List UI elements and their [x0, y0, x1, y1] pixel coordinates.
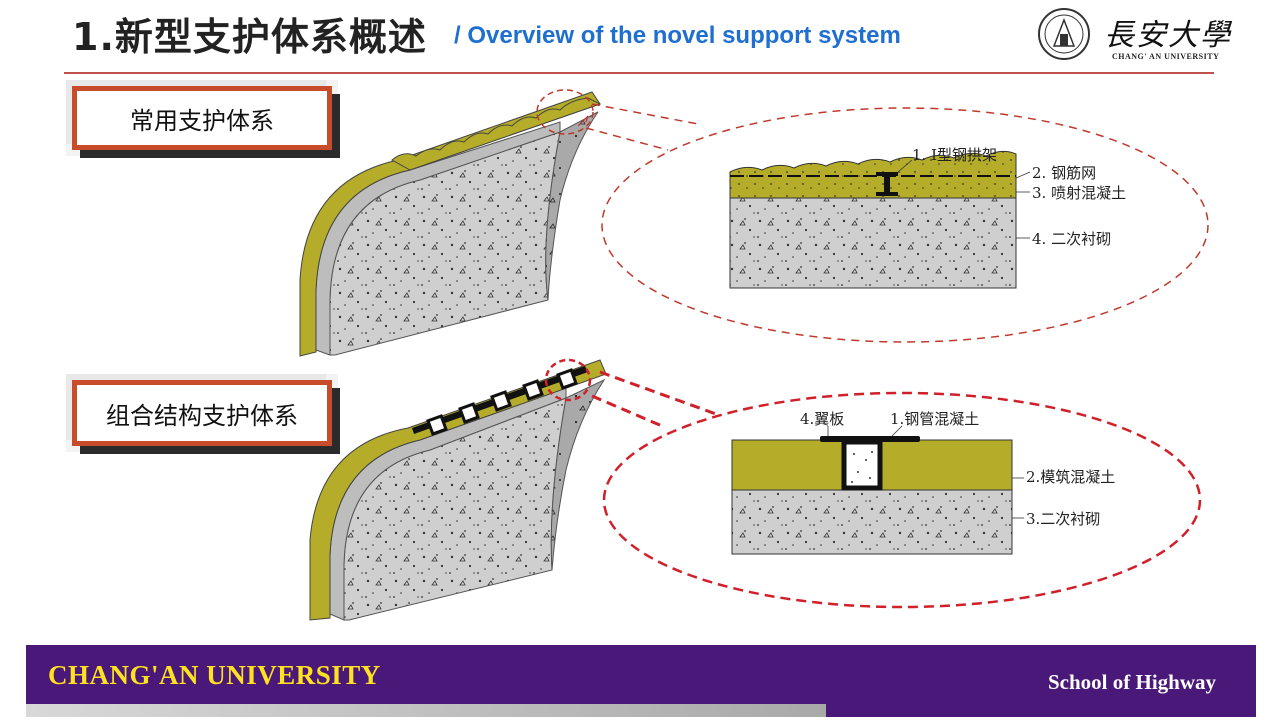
callout-steel-mesh: 2. 钢筋网 — [1032, 164, 1096, 182]
page-title: 1.新型支护体系概述 — [72, 15, 427, 59]
common-detail-ellipse — [601, 107, 1209, 343]
title-divider — [64, 72, 1214, 74]
logo-wordmark: 長安大學 — [1104, 18, 1232, 53]
callout-secondary-lining: 4. 二次衬砌 — [1032, 230, 1111, 248]
common-support-text: 常用支护体系 — [130, 106, 274, 135]
composite-section-detail: 4.翼板 1.钢管混凝土 2.模筑混凝土 3.二次衬砌 — [731, 410, 1115, 555]
seal-icon — [1038, 8, 1090, 60]
logo-english: CHANG' AN UNIVERSITY — [1112, 52, 1220, 61]
callout-flange-plate: 4.翼板 — [800, 410, 844, 428]
footer-stripe — [26, 704, 826, 717]
callout-i-beam: 1. I型钢拱架 — [912, 146, 997, 164]
footer-university: CHANG'AN UNIVERSITY — [48, 660, 381, 690]
footer-school: School of Highway — [1048, 670, 1217, 694]
common-support-model — [299, 89, 602, 357]
page-subtitle: / Overview of the novel support system — [454, 22, 901, 49]
common-support-label: 常用支护体系 — [72, 86, 332, 150]
university-logo — [1038, 8, 1090, 60]
common-section-detail: 1. I型钢拱架 2. 钢筋网 3. 喷射混凝土 4. 二次衬砌 — [729, 146, 1126, 289]
callout-cast-concrete: 2.模筑混凝土 — [1026, 468, 1115, 486]
composite-support-model — [309, 358, 607, 621]
callout-cfst: 1.钢管混凝土 — [890, 410, 979, 428]
composite-detail-ellipse — [602, 391, 1202, 609]
composite-support-label: 组合结构支护体系 — [72, 380, 332, 446]
callout-shotcrete: 3. 喷射混凝土 — [1032, 184, 1126, 202]
callout-secondary-lining-2: 3.二次衬砌 — [1026, 510, 1100, 528]
composite-support-text: 组合结构支护体系 — [106, 401, 298, 430]
